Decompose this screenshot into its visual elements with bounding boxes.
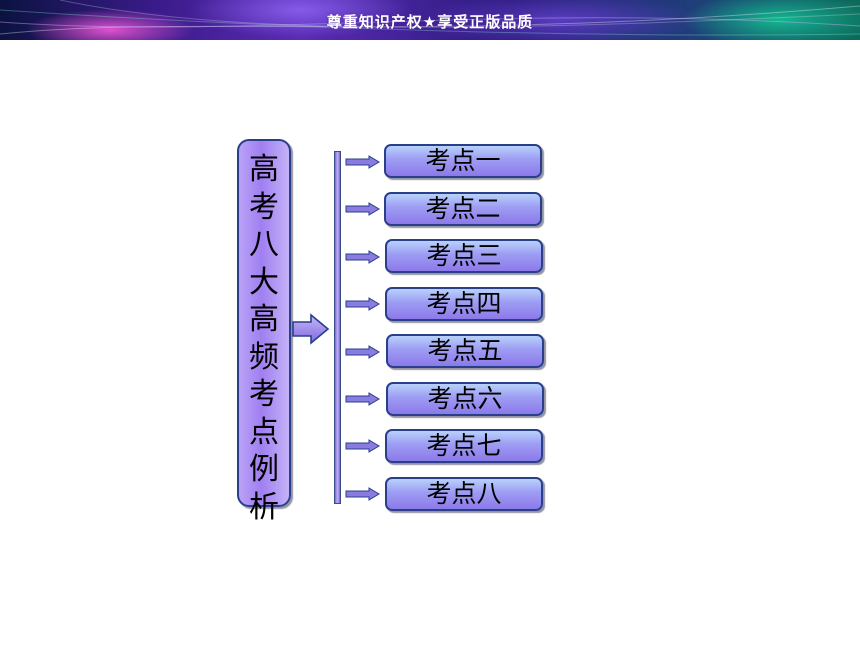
title-char: 八 — [249, 227, 279, 262]
arrow-right-icon — [345, 439, 380, 453]
arrow-right-icon — [345, 202, 380, 216]
topic-box-8: 考点八 — [385, 477, 543, 511]
bracket-bar — [334, 151, 341, 504]
main-arrow-icon — [292, 313, 330, 345]
topic-label: 考点三 — [426, 241, 502, 270]
arrow-right-icon — [345, 345, 380, 359]
topic-box-1: 考点一 — [384, 144, 542, 178]
title-char: 频 — [249, 339, 279, 375]
arrow-right-icon — [345, 155, 380, 169]
title-char: 高 — [249, 152, 279, 187]
topic-box-4: 考点四 — [385, 287, 543, 321]
topic-box-5: 考点五 — [386, 334, 544, 368]
topic-box-2: 考点二 — [384, 192, 542, 226]
topic-box-3: 考点三 — [385, 239, 543, 273]
topic-box-6: 考点六 — [386, 382, 544, 416]
title-char: 高 — [249, 302, 279, 337]
banner-decoration — [0, 0, 860, 36]
topic-label: 考点五 — [427, 336, 503, 365]
title-char: 考 — [249, 377, 279, 412]
topic-label: 考点二 — [425, 194, 501, 223]
topic-label: 考点八 — [426, 479, 502, 508]
topic-box-7: 考点七 — [385, 429, 543, 463]
topic-label: 考点一 — [425, 146, 501, 175]
title-char: 例 — [249, 452, 279, 487]
topic-label: 考点四 — [426, 289, 502, 318]
title-char: 考 — [249, 189, 279, 225]
diagram-title: 高 考 八 大 高 频 考 点 例 析 — [239, 151, 289, 526]
banner-text: 尊重知识产权★享受正版品质 — [326, 13, 534, 31]
top-banner: 尊重知识产权★享受正版品质 — [0, 0, 860, 40]
arrow-right-icon — [345, 487, 380, 501]
title-char: 点 — [249, 414, 279, 450]
arrow-right-icon — [345, 392, 380, 406]
topic-label: 考点六 — [427, 384, 503, 413]
title-char: 大 — [249, 264, 279, 300]
arrow-right-icon — [345, 297, 380, 311]
arrow-right-icon — [345, 250, 380, 264]
diagram-title-box: 高 考 八 大 高 频 考 点 例 析 — [237, 139, 291, 525]
title-char: 析 — [249, 489, 279, 525]
topic-label: 考点七 — [426, 431, 502, 460]
